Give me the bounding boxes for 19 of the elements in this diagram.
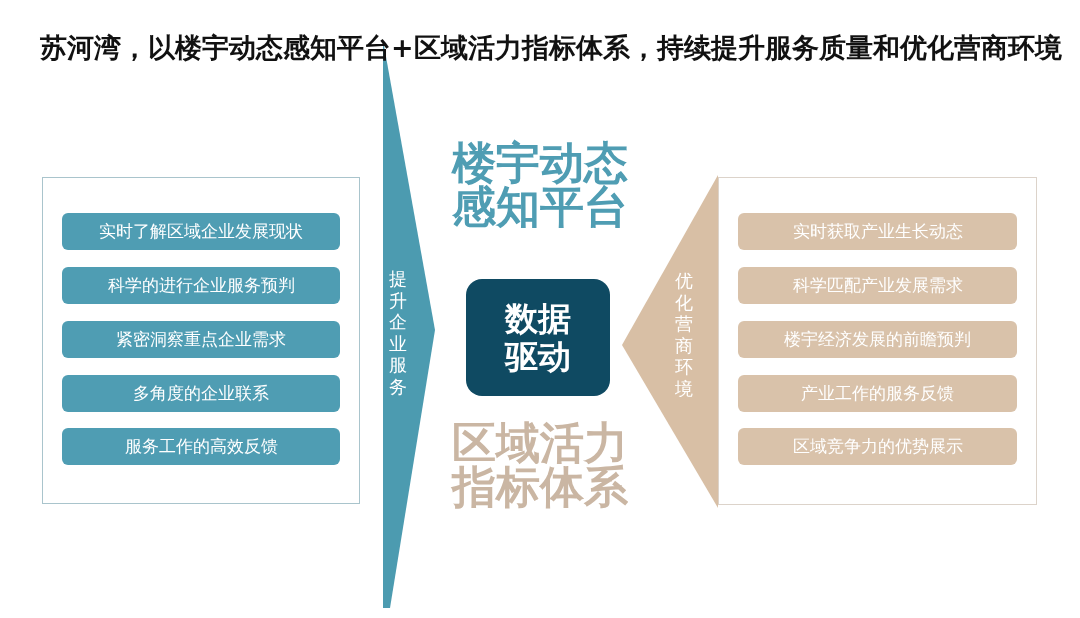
vertical-label: 优化营商环境 — [675, 270, 693, 400]
feature-bar: 紧密洞察重点企业需求 — [62, 321, 340, 358]
feature-bar: 服务工作的高效反馈 — [62, 428, 340, 465]
feature-bar: 科学匹配产业发展需求 — [738, 267, 1017, 304]
feature-bar: 区域竞争力的优势展示 — [738, 428, 1017, 465]
hub-tile — [466, 279, 610, 396]
panel-frame — [42, 177, 360, 504]
vertical-label: 提升企业服务 — [389, 268, 407, 398]
feature-bar: 科学的进行企业服务预判 — [62, 267, 340, 304]
heading-text: 楼宇动态感知平台 — [452, 141, 629, 229]
hub-label: 数据驱动 — [503, 299, 572, 376]
feature-bar: 楼宇经济发展的前瞻预判 — [738, 321, 1017, 358]
feature-bar: 多角度的企业联系 — [62, 375, 340, 412]
title: 苏河湾，以楼宇动态感知平台+区域活力指标体系，持续提升服务质量和优化营商环境 — [40, 33, 1063, 63]
panel-frame — [718, 177, 1037, 505]
feature-bar: 实时获取产业生长动态 — [738, 213, 1017, 250]
feature-bar: 实时了解区域企业发展现状 — [62, 213, 340, 250]
heading-text: 区域活力指标体系 — [452, 421, 629, 509]
feature-bar: 产业工作的服务反馈 — [738, 375, 1017, 412]
